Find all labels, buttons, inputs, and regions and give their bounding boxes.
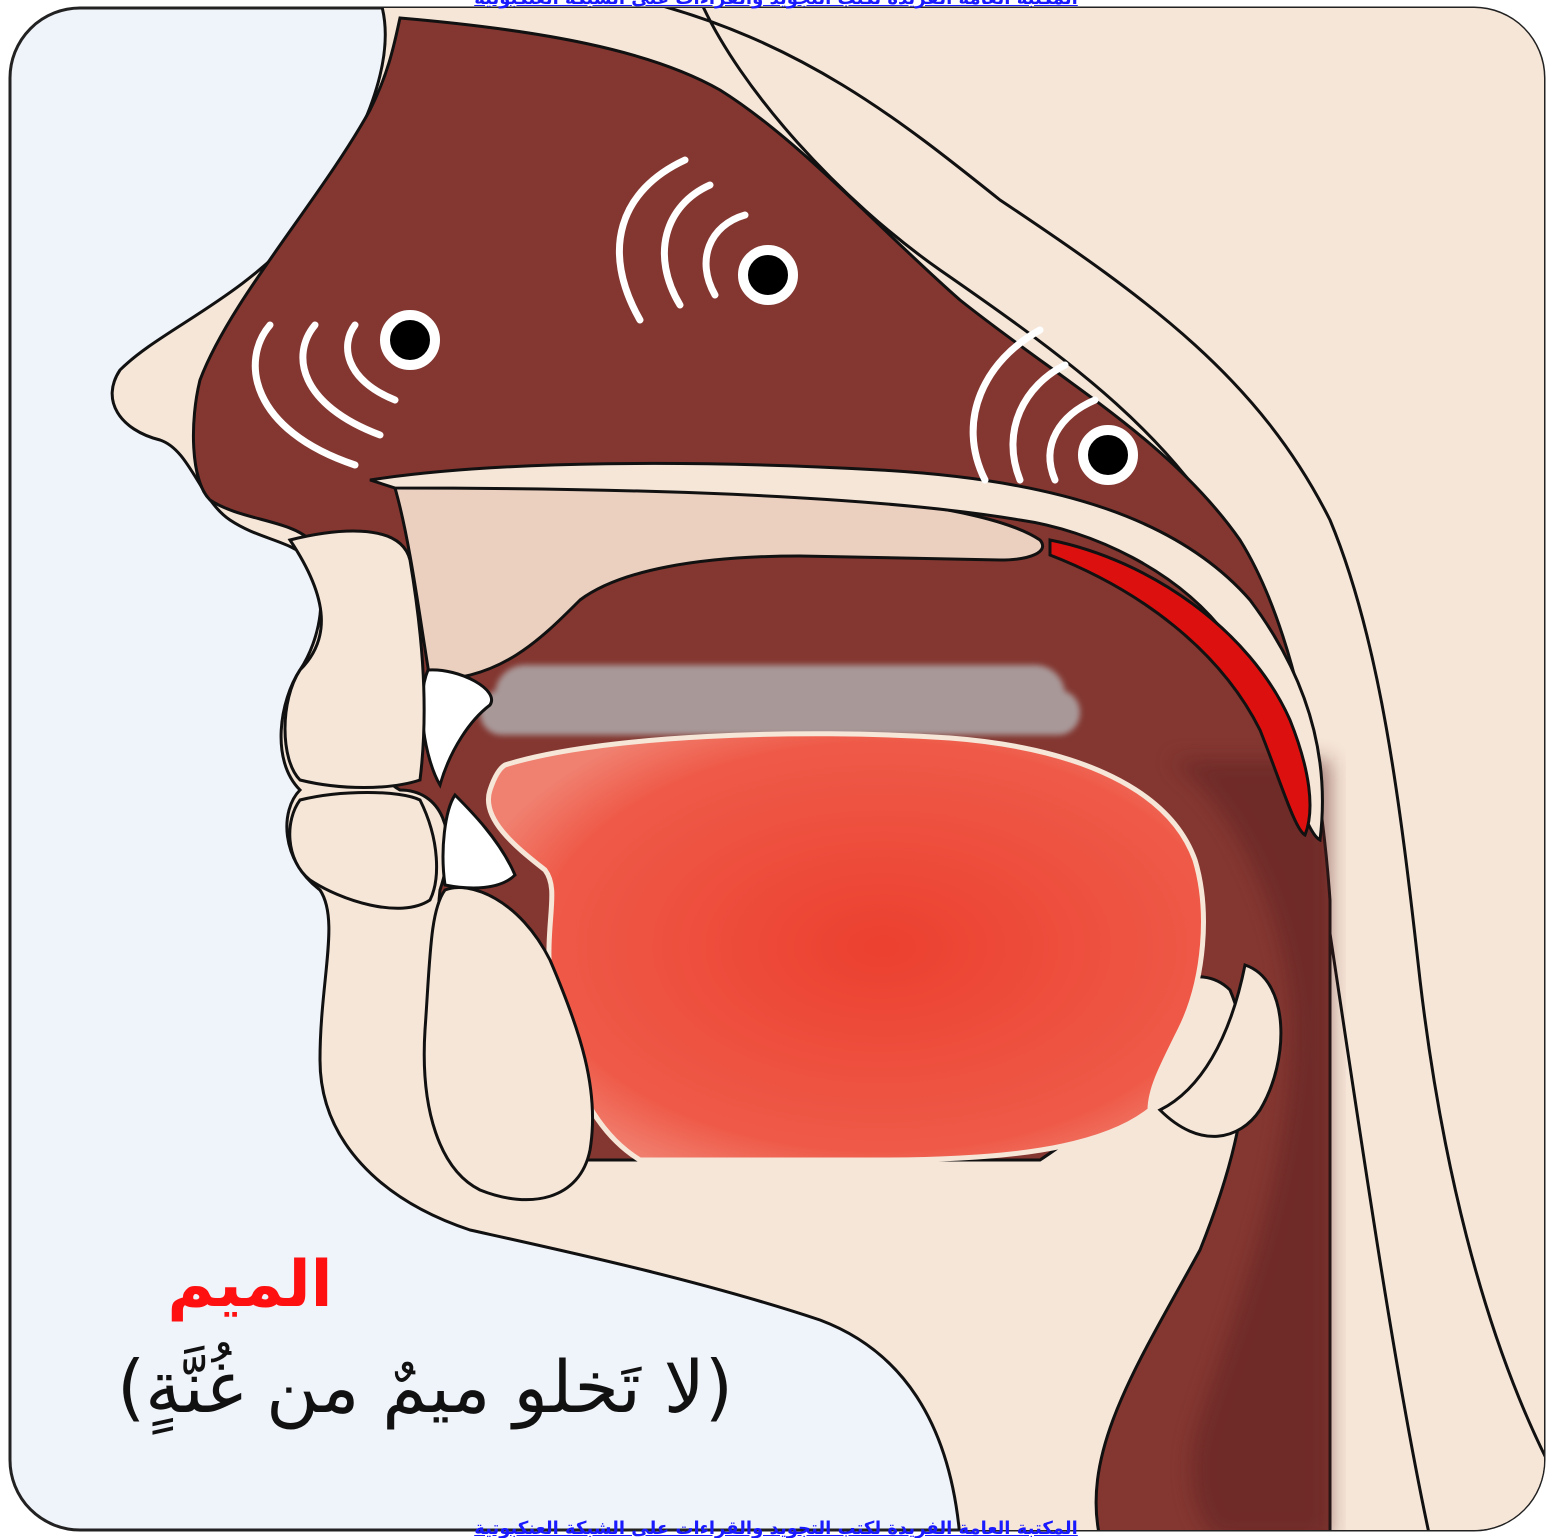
letter-title: الميم bbox=[150, 1248, 350, 1322]
tongue bbox=[488, 734, 1203, 1160]
dot-marker bbox=[743, 250, 793, 300]
back-teeth bbox=[480, 665, 1080, 735]
dot-marker bbox=[385, 315, 435, 365]
header-link[interactable]: المكتبة العامة الفريدة لكتب التجويد والق… bbox=[0, 0, 1552, 9]
dot-marker bbox=[1083, 430, 1133, 480]
rule-text: (لا تَخلو ميمٌ من غُنَّةٍ) bbox=[100, 1345, 750, 1429]
footer-link[interactable]: المكتبة العامة الفريدة لكتب التجويد والق… bbox=[0, 1518, 1552, 1538]
